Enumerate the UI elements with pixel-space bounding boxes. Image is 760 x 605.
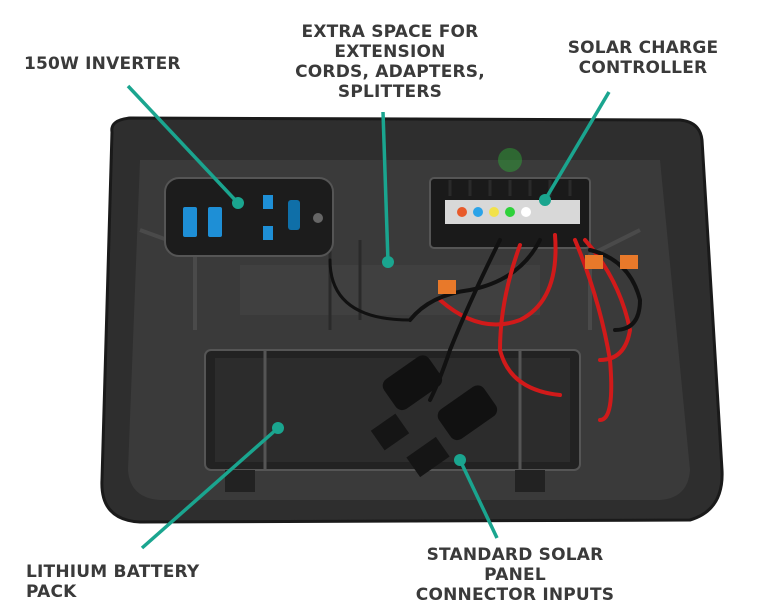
solar-connectors <box>370 355 498 478</box>
extra-space-label: EXTRA SPACE FOR EXTENSION CORDS, ADAPTER… <box>295 22 485 102</box>
charge-controller-device <box>429 148 591 249</box>
battery-label: LITHIUM BATTERY PACK <box>26 562 200 602</box>
connector-inputs-label: STANDARD SOLAR PANEL CONNECTOR INPUTS <box>415 545 615 605</box>
inverter-label: 150W INVERTER <box>24 54 181 74</box>
inverter-device <box>164 177 334 257</box>
callout-lines <box>126 84 611 550</box>
usb-port-2 <box>208 207 222 237</box>
charge-controller-label: SOLAR CHARGE CONTROLLER <box>567 38 719 78</box>
usb-port-1 <box>183 207 197 237</box>
wiring <box>328 233 643 422</box>
